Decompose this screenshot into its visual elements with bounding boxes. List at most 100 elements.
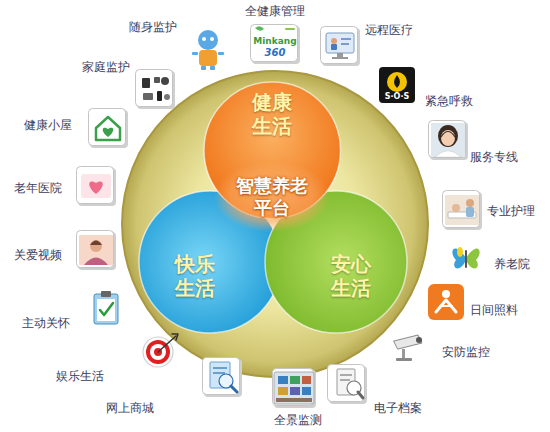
icon-graphic bbox=[442, 190, 482, 230]
icon-shape bbox=[341, 43, 349, 45]
icon-shape bbox=[210, 37, 214, 41]
icon-shape bbox=[302, 387, 311, 395]
icon-tile bbox=[89, 109, 126, 146]
outer-disc bbox=[122, 71, 428, 377]
service-icon: 老年医院 bbox=[76, 166, 116, 206]
icon-graphic bbox=[88, 108, 128, 148]
icon-shape bbox=[158, 336, 176, 352]
icon-graphic bbox=[86, 288, 126, 328]
icon-shape bbox=[94, 294, 118, 324]
icon-label: 服务专线 bbox=[470, 150, 518, 164]
icon-shape bbox=[213, 367, 227, 369]
service-icon: 网上商城 bbox=[202, 357, 242, 397]
icon-label: 紧急呼救 bbox=[425, 94, 473, 108]
node-label: 健康 生活 bbox=[252, 90, 292, 138]
service-icon: 关爱视频 bbox=[76, 230, 116, 270]
icon-shape bbox=[428, 284, 464, 320]
node-label: 安心 生活 bbox=[331, 252, 371, 300]
icon-shape bbox=[96, 117, 120, 140]
icon-shape bbox=[302, 376, 311, 384]
icon-shape bbox=[337, 53, 343, 57]
node-label: 快乐 生活 bbox=[175, 252, 215, 300]
icon-label: 养老院 bbox=[494, 257, 530, 271]
icon-tile bbox=[203, 358, 240, 395]
icon-shape bbox=[103, 128, 114, 137]
icon-tile bbox=[443, 191, 480, 228]
glow-fill bbox=[214, 161, 330, 232]
icon-shape bbox=[90, 240, 102, 252]
icon-graphic bbox=[188, 28, 228, 72]
icon-tile bbox=[273, 369, 314, 406]
icon-tile bbox=[328, 365, 365, 402]
icon-shape bbox=[438, 125, 458, 147]
icon-shape bbox=[442, 290, 450, 298]
service-icon: 服务专线 bbox=[428, 120, 468, 160]
icon-shape bbox=[143, 93, 153, 100]
icon-label: 全健康管理 bbox=[245, 4, 305, 18]
service-icon: 主动关怀 bbox=[86, 288, 126, 328]
icon-shape bbox=[79, 235, 113, 265]
icon-shape bbox=[440, 305, 452, 307]
icon-tile bbox=[136, 70, 173, 107]
icon-label: 电子档案 bbox=[374, 401, 422, 415]
icon-shape bbox=[218, 52, 224, 55]
icon-shape bbox=[231, 386, 237, 392]
icon-shape bbox=[161, 77, 169, 85]
icon-shape bbox=[84, 258, 108, 266]
icon-graphic bbox=[446, 238, 486, 278]
icon-shape bbox=[466, 249, 480, 269]
icon-tile bbox=[429, 121, 466, 158]
icon-shape bbox=[164, 94, 170, 100]
tile-shadow bbox=[444, 192, 482, 230]
icon-graphic bbox=[202, 357, 242, 397]
icon-shape bbox=[100, 303, 113, 315]
icon-shape bbox=[274, 372, 314, 404]
icon-label: 全景监测 bbox=[274, 413, 322, 427]
icon-label: 远程医疗 bbox=[365, 23, 413, 37]
service-icon: 养老院 bbox=[446, 238, 486, 278]
service-icon: 电子档案 bbox=[327, 364, 367, 404]
icon-graphic bbox=[320, 26, 360, 66]
icon-graphic bbox=[140, 330, 180, 370]
icon-shape bbox=[202, 37, 206, 41]
icon-shape bbox=[379, 67, 415, 103]
icon-shape bbox=[394, 75, 400, 88]
logo-text: 360 bbox=[265, 48, 286, 58]
icon-shape bbox=[97, 299, 115, 321]
icon-graphic bbox=[272, 368, 316, 408]
icon-tile bbox=[321, 27, 358, 64]
icon-graphic bbox=[135, 69, 175, 109]
icon-shape bbox=[402, 349, 405, 359]
icon-shape bbox=[358, 392, 363, 398]
icon-shape bbox=[452, 204, 460, 212]
icon-shape bbox=[278, 376, 288, 384]
icon-label: 家庭监护 bbox=[82, 60, 130, 74]
icon-tile bbox=[251, 25, 298, 62]
icon-label: 主动关怀 bbox=[22, 316, 70, 330]
tile-shadow bbox=[78, 232, 116, 270]
icon-shape bbox=[286, 28, 294, 30]
icon-shape bbox=[290, 376, 300, 384]
icon-shape bbox=[331, 44, 337, 50]
icon-label: 关爱视频 bbox=[14, 248, 62, 262]
logo-text: Minkang bbox=[253, 37, 296, 46]
icon-shape bbox=[435, 151, 461, 158]
sos-text: S·O·S bbox=[385, 93, 409, 101]
service-icon: 全景监测 bbox=[272, 368, 316, 408]
tile-shadow bbox=[430, 122, 468, 160]
icon-shape bbox=[457, 247, 463, 257]
icon-shape bbox=[436, 300, 456, 312]
icon-shape bbox=[213, 372, 225, 374]
icon-shape bbox=[466, 199, 474, 207]
icon-label: 专业护理 bbox=[487, 204, 535, 218]
icon-label: 娱乐生活 bbox=[56, 369, 104, 383]
icon-shape bbox=[332, 57, 348, 59]
icon-label: 随身监护 bbox=[129, 20, 177, 34]
icon-graphic bbox=[428, 120, 468, 160]
icon-shape bbox=[387, 72, 407, 92]
platform-core: 智慧养老 平台 bbox=[214, 161, 330, 232]
icon-graphic bbox=[426, 282, 466, 322]
icon-shape bbox=[394, 335, 422, 349]
icon-shape bbox=[142, 78, 150, 88]
